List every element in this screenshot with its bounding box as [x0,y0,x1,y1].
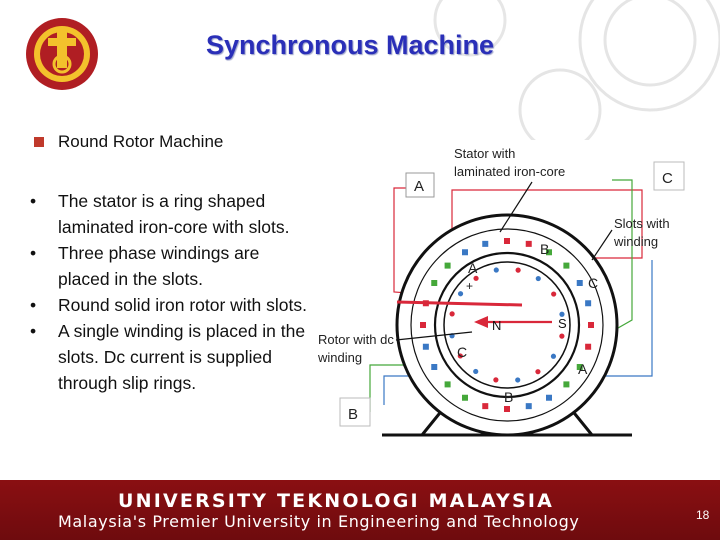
stator-slot [431,364,438,370]
gear-background-image [433,0,720,140]
stator-slot [585,343,592,350]
stator-inner [410,228,604,422]
rotor-dc-wire [396,300,523,307]
label-slots: Slots with [614,216,670,231]
rotor-slot [457,353,463,359]
stator-slot [444,262,451,269]
label-slots-2: winding [613,234,658,249]
rotor-slot [559,311,565,317]
rotor [443,261,571,389]
stator-slot [431,280,438,286]
list-item: • Round solid iron rotor with slots. [30,292,310,318]
stator-slot [588,322,594,328]
box-b [339,397,371,427]
synchronous-machine-diagram: N S A + B C C A B A C B Stator with lami… [317,146,685,437]
footer-tagline: Malaysia's Premier University in Enginee… [58,512,580,531]
label-stator: Stator with [454,146,515,161]
box-a-label: A [414,178,424,195]
phase-c-right: C [588,275,598,291]
phase-c-left: C [457,344,467,360]
phase-b-bottom: B [504,389,513,405]
stator-slot [462,394,468,401]
subheading-bullet-icon [34,137,44,147]
stator-slot [525,403,532,410]
footer-university-name: UNIVERSITY TEKNOLOGI MALAYSIA [118,490,554,512]
list-item: • A single winding is placed in the slots… [30,318,310,396]
stator-slot [585,300,592,307]
stator-slot [525,240,532,247]
air-gap [433,251,581,399]
rotor-slot [493,267,499,273]
rotor-slot [535,369,541,375]
slide-title: Synchronous Machine [205,30,495,60]
subheading: Round Rotor Machine [58,132,224,151]
page-number: 18 [696,508,710,522]
stator-slot [444,381,451,388]
rotor-slot [551,291,557,297]
rotor-slot [473,275,479,281]
stator-slot [482,403,489,410]
stator-slot [422,343,429,350]
stator-slot [504,238,510,244]
bullet-list: • The stator is a ring shaped laminated i… [30,188,310,396]
rotor-slot [449,311,455,317]
rotor-slot [559,333,565,339]
stator-slot [576,364,583,370]
label-rotor-2: winding [317,350,362,365]
bullet-dot: • [30,191,37,211]
bullet-text: Three phase windings are placed in the s… [58,243,260,289]
stator-slot [482,240,489,247]
arrow-head-icon [474,316,488,328]
bullet-text: Round solid iron rotor with slots. [58,295,307,315]
rotor-slot [550,353,557,359]
bullet-dot: • [30,243,37,263]
rotor-slot [515,267,521,273]
box-c [653,161,685,191]
footer-banner [0,480,720,540]
phase-b-top: B [540,241,549,257]
university-logo-icon [26,18,98,90]
rotor-slot [515,377,521,383]
rotor-slot [457,291,464,297]
stator-slot [563,262,570,269]
rotor-slot [535,275,541,282]
bullet-dot: • [30,321,37,341]
pole-n: N [492,318,501,333]
stator-slot [563,381,570,388]
list-item: • Three phase windings are placed in the … [30,240,310,292]
plus-sign: + [466,279,473,293]
stator-slot [546,249,552,256]
list-item: • The stator is a ring shaped laminated i… [30,188,310,240]
phase-a-bottom: A [578,361,588,377]
rotor-slot [493,377,499,383]
phase-a-top: A [468,260,478,276]
bullet-dot: • [30,295,37,315]
label-rotor: Rotor with dc [318,332,394,347]
wire-b [451,189,643,259]
bullet-text: A single winding is placed in the slots.… [58,321,306,393]
box-a [405,172,435,198]
rotor-slot [473,368,479,375]
box-b-label: B [348,406,358,423]
bullet-text: The stator is a ring shaped laminated ir… [58,191,290,237]
stator-slot [576,280,583,286]
stator-slot [462,249,468,256]
stator-slot [546,394,552,401]
label-stator-2: laminated iron-core [454,164,565,179]
pole-s: S [558,316,567,331]
stator-slot [504,406,510,412]
stator-slot [420,322,426,328]
box-c-label: C [662,170,673,187]
